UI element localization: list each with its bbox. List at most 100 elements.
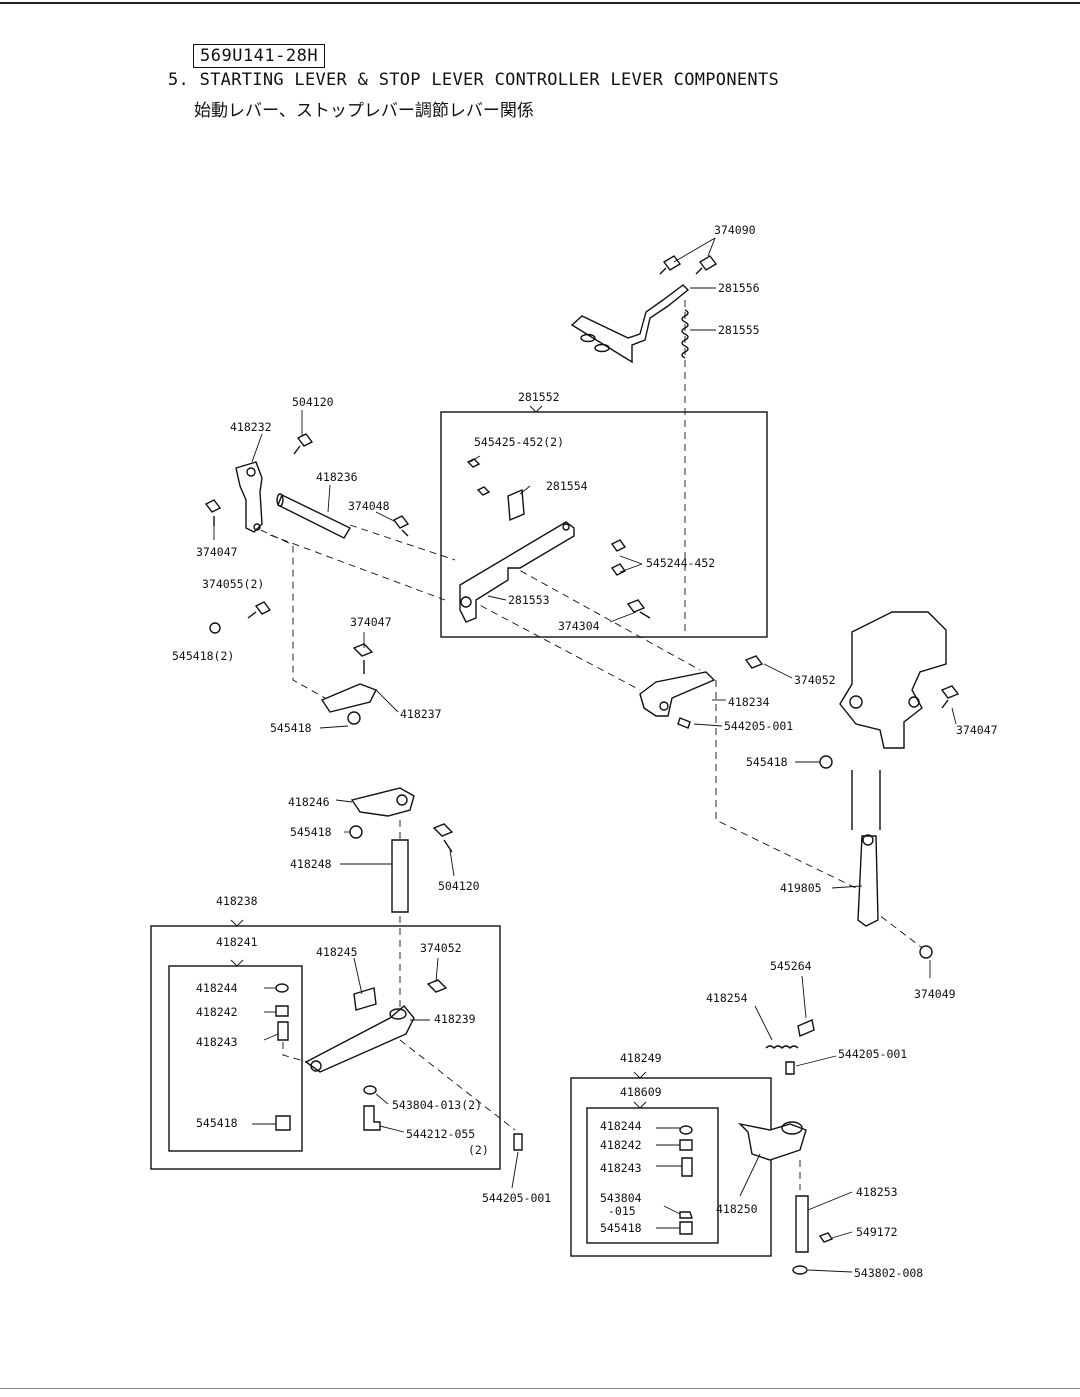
- label-418244: 418244: [196, 981, 238, 995]
- nut-545418-arm: [349, 825, 363, 839]
- label-374052: 374052: [794, 673, 836, 687]
- label-545418-link: 545418: [270, 721, 312, 735]
- assembly-line: [715, 680, 861, 891]
- label-374055: 374055(2): [202, 577, 264, 591]
- nut-545425: [466, 458, 481, 468]
- label-545418-box: 545418: [196, 1116, 238, 1130]
- spring-418254: [765, 1045, 799, 1049]
- nut-545418-box: [275, 1115, 291, 1131]
- bushing-418242-b: [679, 1139, 693, 1151]
- screw-374090: [659, 255, 718, 275]
- spring-281555: [681, 309, 689, 359]
- label-418248: 418248: [290, 857, 332, 871]
- screw-374047: [204, 499, 222, 526]
- ring-543802: [792, 1265, 808, 1275]
- lever-418234: [639, 671, 716, 717]
- label-545425-452: 545425-452(2): [474, 435, 564, 449]
- label-504120: 504120: [292, 395, 334, 409]
- label-418245: 418245: [316, 945, 358, 959]
- nut-545418-right: [819, 755, 833, 769]
- label-418244-b: 418244: [600, 1119, 642, 1133]
- page-code: 569U141-28H: [193, 44, 326, 68]
- label-543804-013: 543804-013(2): [392, 1098, 482, 1112]
- screw-549172: [818, 1232, 834, 1243]
- label-549172: 549172: [856, 1225, 898, 1239]
- screw-374052-lower: [426, 979, 448, 993]
- screw-374048: [392, 515, 410, 537]
- setscrew-544205-right: [785, 1061, 795, 1075]
- assembly-line: [399, 1039, 516, 1131]
- lever-418250: [737, 1121, 807, 1161]
- lever-418239: [304, 1005, 415, 1073]
- label-418241: 418241: [216, 935, 258, 949]
- housing-assembly: [839, 611, 947, 749]
- nut-545418-link: [347, 711, 361, 725]
- label-545264: 545264: [770, 959, 812, 973]
- screw-374047-right: [940, 685, 960, 709]
- bushing-418242: [275, 1005, 289, 1017]
- label-418254: 418254: [706, 991, 748, 1005]
- label-281556: 281556: [718, 281, 760, 295]
- label-543804-015: -015: [608, 1204, 636, 1218]
- assembly-line: [249, 524, 326, 699]
- label-544212-qty: (2): [468, 1143, 489, 1157]
- label-281554: 281554: [546, 479, 588, 493]
- label-418242-b: 418242: [600, 1138, 642, 1152]
- label-281552: 281552: [518, 390, 560, 404]
- label-374047: 374047: [196, 545, 238, 559]
- label-418236: 418236: [316, 470, 358, 484]
- assembly-line: [469, 599, 641, 691]
- screw-374304: [626, 599, 651, 619]
- assembly-caret-418249: [633, 1071, 647, 1079]
- label-374047-center: 374047: [350, 615, 392, 629]
- label-418250: 418250: [716, 1202, 758, 1216]
- plate-418245: [353, 987, 377, 1011]
- screw-374047-center: [352, 643, 374, 674]
- label-374049: 374049: [914, 987, 956, 1001]
- assembly-caret-418238: [230, 919, 244, 927]
- pin-418243-b: [681, 1157, 693, 1177]
- pin-418243: [277, 1021, 289, 1041]
- bracket-281554: [507, 488, 525, 522]
- assembly-caret-281552: [529, 405, 543, 413]
- label-544205-001-right: 544205-001: [838, 1047, 907, 1061]
- washer-543804: [363, 1085, 377, 1095]
- label-418232: 418232: [230, 420, 272, 434]
- assembly-box-418238: [150, 925, 501, 1170]
- washer-545425: [476, 486, 491, 496]
- assembly-box-418249: [570, 1077, 772, 1257]
- ring-418244: [275, 983, 289, 993]
- label-281555: 281555: [718, 323, 760, 337]
- label-543802-008: 543802-008: [854, 1266, 923, 1280]
- nut-545418-b: [679, 1221, 693, 1235]
- label-544205-001-lower: 544205-001: [482, 1191, 551, 1205]
- screw-374055: [247, 601, 272, 619]
- page-title-japanese: 始動レバー、ストップレバー調節レバー関係: [194, 101, 534, 121]
- label-545418-b: 545418: [600, 1221, 642, 1235]
- label-418243-b: 418243: [600, 1161, 642, 1175]
- assembly-caret-418241: [230, 959, 244, 967]
- screw-545244-b: [610, 563, 627, 576]
- setscrew-544205-lower: [513, 1133, 523, 1151]
- screw-504120: [293, 433, 314, 455]
- lever-418232: [235, 461, 263, 533]
- label-545418-2: 545418(2): [172, 649, 234, 663]
- label-374304: 374304: [558, 619, 600, 633]
- link-418237: [320, 683, 377, 713]
- label-418243: 418243: [196, 1035, 238, 1049]
- label-504120-lower: 504120: [438, 879, 480, 893]
- label-544205-001: 544205-001: [724, 719, 793, 733]
- bracket-281556: [570, 284, 690, 364]
- setscrew-544205-001: [677, 717, 691, 729]
- label-545418-right: 545418: [746, 755, 788, 769]
- label-418246: 418246: [288, 795, 330, 809]
- nut-374049: [919, 945, 933, 959]
- label-418253: 418253: [856, 1185, 898, 1199]
- label-281553: 281553: [508, 593, 550, 607]
- label-418239: 418239: [434, 1012, 476, 1026]
- screw-374052-right: [744, 655, 764, 669]
- shaft-418236: [276, 493, 351, 539]
- ring-418244-b: [679, 1125, 693, 1135]
- label-545418-arm: 545418: [290, 825, 332, 839]
